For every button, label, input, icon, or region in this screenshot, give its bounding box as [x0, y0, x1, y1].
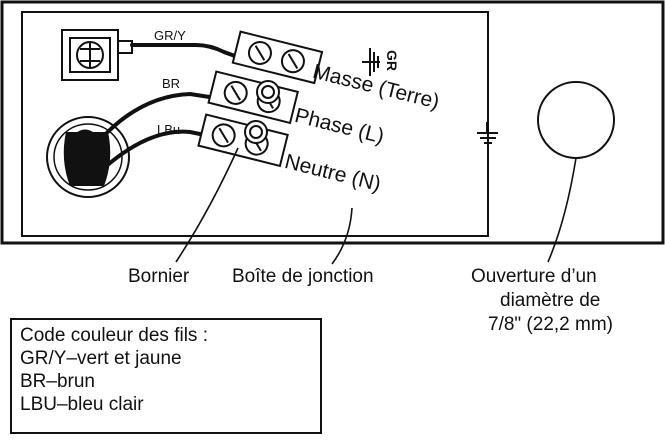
wire-color-legend: Code couleur des fils : GR/Y–vert et jau… [10, 318, 322, 434]
wire-label-light-blue: LBu [157, 122, 181, 137]
caption-terminal-block: Bornier [128, 266, 190, 287]
ground-symbol-icon [362, 48, 380, 76]
terminal-phase [207, 70, 300, 125]
legend-title: Code couleur des fils : [20, 325, 208, 346]
legend-item-brown: BR–brun [20, 371, 95, 392]
terminal-neutral [197, 113, 289, 168]
caption-opening-line2: diamètre de [500, 290, 601, 311]
wire-label-brown: BR [162, 76, 181, 91]
terminal-block [197, 30, 324, 168]
leader-lines [175, 147, 577, 265]
legend-item-ground: GR/Y–vert et jaune [20, 348, 182, 369]
ground-mark-label: GR [384, 50, 400, 71]
caption-junction-box: Boîte de jonction [232, 266, 374, 287]
light-blue-wire [102, 129, 212, 170]
housing-outline [0, 0, 665, 245]
caption-opening-line1: Ouverture d’un [471, 266, 597, 287]
caption-opening-line3: 7/8" (22,2 mm) [488, 314, 614, 335]
connector-screws [244, 80, 280, 144]
earth-symbol-icon [477, 122, 498, 144]
wire-label-ground: GR/Y [154, 28, 186, 43]
wires [70, 43, 248, 170]
terminal-ground [231, 30, 324, 85]
cable-grommet [46, 116, 130, 198]
ground-wire [130, 43, 248, 62]
knockout-opening [537, 81, 615, 159]
ground-clamp [61, 29, 133, 81]
legend-item-light-blue: LBU–bleu clair [20, 394, 144, 415]
brown-wire [98, 91, 218, 142]
